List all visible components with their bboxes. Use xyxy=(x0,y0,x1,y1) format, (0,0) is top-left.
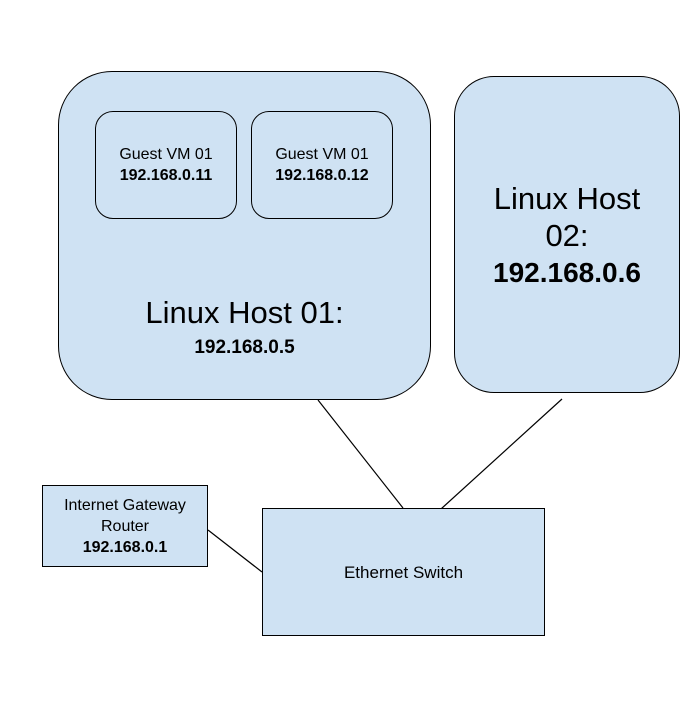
linux-host-01-ip: 192.168.0.5 xyxy=(194,337,295,358)
edge-host01-to-switch xyxy=(317,399,404,509)
router-name: Internet Gateway Router xyxy=(64,496,186,535)
guest-vm-node[interactable]: Guest VM 01 192.168.0.12 xyxy=(251,111,393,219)
edge-host02-to-switch xyxy=(440,398,563,510)
guest-vm-node[interactable]: Guest VM 01 192.168.0.11 xyxy=(95,111,237,219)
switch-name: Ethernet Switch xyxy=(343,562,464,582)
edge-router-to-switch xyxy=(207,529,263,573)
guest-vm-ip: 192.168.0.12 xyxy=(275,167,369,184)
linux-host-02-name: Linux Host 02: xyxy=(493,181,641,253)
router-ip: 192.168.0.1 xyxy=(82,538,168,556)
guest-vm-name: Guest VM 01 xyxy=(275,146,369,163)
linux-host-01-name: Linux Host 01: xyxy=(145,295,344,330)
guest-vm-name: Guest VM 01 xyxy=(119,146,213,163)
guest-vm-ip: 192.168.0.11 xyxy=(119,167,213,184)
internet-gateway-router-node[interactable]: Internet Gateway Router 192.168.0.1 xyxy=(42,485,208,567)
linux-host-02-ip: 192.168.0.6 xyxy=(493,257,641,288)
ethernet-switch-node[interactable]: Ethernet Switch xyxy=(262,508,545,636)
linux-host-02-node[interactable]: Linux Host 02: 192.168.0.6 xyxy=(454,76,680,393)
